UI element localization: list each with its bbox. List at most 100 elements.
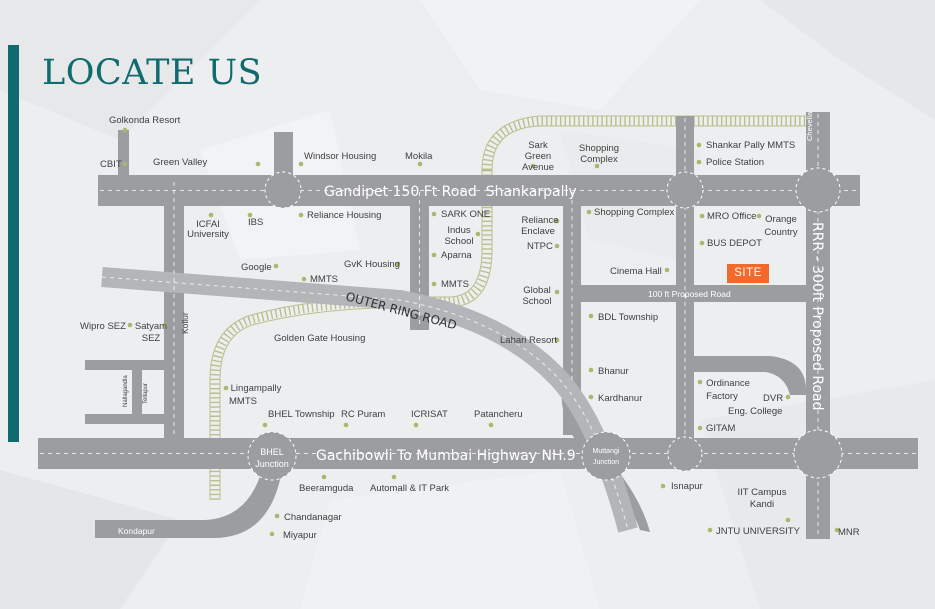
road-ordinance — [694, 356, 806, 395]
place-windsor-housing: Windsor Housing — [304, 151, 376, 162]
roundabout-isnapur — [667, 436, 703, 472]
place-mokila: Mokila — [405, 151, 433, 162]
place-lahari-resort: Lahari Resort — [500, 335, 557, 346]
place-mmts-2: MMTS — [441, 279, 469, 290]
junction-muttangi-line2: Junction — [593, 459, 619, 466]
place-global-school-l2: School — [522, 296, 551, 307]
site-marker: SITE — [727, 264, 769, 283]
landmark-markers — [122, 127, 840, 537]
place-iit-campus-kandi: IIT Campus — [738, 487, 787, 498]
label-kondapur: Kondapur — [118, 526, 155, 536]
label-tellapur: Tellapur — [143, 383, 149, 404]
place-orange-country: Orange — [765, 214, 797, 225]
place-jntu-university: JNTU UNIVERSITY — [716, 526, 801, 537]
place-shopping-complex-mid: Shopping Complex — [594, 207, 675, 218]
place-lingampally-mmts-l2: MMTS — [229, 396, 257, 407]
place-labels: Golkonda Resort CBIT Green Valley Windso… — [80, 115, 860, 541]
place-satyam-sez: Satyam — [135, 321, 167, 332]
place-gitam: GITAM — [706, 423, 735, 434]
place-icfai-university: ICFAI — [196, 219, 220, 230]
place-google: Google — [241, 262, 272, 273]
roundabout-rrr-south — [793, 429, 843, 479]
junction-bhel-line1: BHEL — [260, 447, 284, 457]
place-beeramguda: Beeramguda — [299, 483, 354, 494]
place-ntpc: NTPC — [527, 241, 553, 252]
place-lingampally-mmts: Lingampally — [231, 383, 282, 394]
place-satyam-sez-l2: SEZ — [142, 333, 161, 344]
road-satyam-lane-2 — [85, 414, 175, 424]
road-satyam-lane-1 — [85, 360, 175, 370]
place-rc-puram: RC Puram — [341, 409, 385, 420]
place-aparna: Aparna — [441, 250, 472, 261]
place-automall: Automall & IT Park — [370, 483, 449, 494]
place-cinema-hall: Cinema Hall — [610, 266, 662, 277]
place-isnapur: Isnapur — [671, 481, 703, 492]
label-gandipet-road: Gandipet 150 Ft Road Shankarpally — [324, 184, 577, 200]
road-bus-depot — [676, 116, 694, 438]
place-cbit: CBIT — [100, 159, 122, 170]
roundabouts — [247, 167, 843, 481]
road-ibs — [274, 132, 293, 180]
label-nallagandla: Nallagandla — [123, 375, 129, 407]
place-bdl-township: BDL Township — [598, 312, 658, 323]
place-indus-school-l2: School — [444, 236, 473, 247]
road-kondapur — [95, 470, 282, 539]
place-wipro-sez: Wipro SEZ — [80, 321, 126, 332]
page-title: LOCATE US — [42, 53, 263, 93]
place-dvr-college: DVR — [763, 393, 783, 404]
place-dvr-college-l2: Eng. College — [728, 406, 782, 417]
road-cbit — [118, 130, 129, 175]
junction-muttangi-line1: Muttangi — [593, 448, 620, 455]
place-icfai-university-l2: University — [187, 229, 229, 240]
label-100ft-road: 100 ft Proposed Road — [648, 289, 731, 299]
label-kollur: Kollur — [180, 312, 190, 334]
place-ordinance-factory: Ordinance — [706, 378, 750, 389]
place-green-valley: Green Valley — [153, 157, 207, 168]
place-ordinance-factory-l2: Factory — [706, 391, 738, 402]
place-patancheru: Patancheru — [474, 409, 523, 420]
place-mro-office: MRO Office — [707, 211, 756, 222]
place-bhel-township: BHEL Township — [268, 409, 335, 420]
roundabout-bhel — [247, 431, 297, 481]
roundabout-muttangi — [581, 431, 631, 481]
place-shopping-complex-top-l2: Complex — [580, 154, 618, 165]
road-nallagandla — [132, 370, 142, 414]
label-chevella: Chevella — [805, 111, 814, 141]
place-shankar-pally-mmts: Shankar Pally MMTS — [706, 140, 795, 151]
place-reliance-enclave: Reliance — [522, 215, 559, 226]
place-sark-green-avenue-l3: Avenue — [522, 162, 554, 173]
place-bus-depot: BUS DEPOT — [707, 238, 762, 249]
place-global-school: Global — [523, 285, 550, 296]
place-bhanur: Bhanur — [598, 366, 629, 377]
label-nh9: Gachibowli To Mumbai Highway NH.9 — [316, 448, 576, 464]
place-mnr: MNR — [838, 527, 860, 538]
accent-bar — [8, 45, 19, 442]
place-golden-gate-housing: Golden Gate Housing — [274, 333, 365, 344]
place-orange-country-l2: Country — [764, 227, 798, 238]
place-chandanagar: Chandanagar — [284, 512, 342, 523]
roundabout-rrr-north — [795, 167, 841, 213]
road-kollur — [164, 180, 184, 438]
place-sark-green-avenue-l2: Green — [525, 151, 551, 162]
place-sark-green-avenue: Sark — [528, 140, 548, 151]
roundabout-shankarpally — [666, 171, 704, 209]
place-police-station: Police Station — [706, 157, 764, 168]
place-golkonda-resort: Golkonda Resort — [109, 115, 181, 126]
place-miyapur: Miyapur — [283, 530, 317, 541]
place-reliance-enclave-l2: Enclave — [521, 226, 555, 237]
place-ibs: IBS — [248, 217, 263, 228]
place-sark-one: SARK ONE — [441, 209, 490, 220]
road-100ft-proposed — [580, 285, 806, 302]
place-mmts-1: MMTS — [310, 274, 338, 285]
roundabout-gandipet-west — [264, 171, 302, 209]
place-kardhanur: Kardhanur — [598, 393, 642, 404]
place-icrisat: ICRISAT — [411, 409, 448, 420]
label-rrr-road: RRR - 300ft Proposed Road — [809, 222, 825, 411]
place-gvk-housing: GvK Housing — [344, 259, 400, 270]
place-shopping-complex-top: Shopping — [579, 143, 619, 154]
junction-bhel-line2: Junction — [255, 459, 289, 469]
place-reliance-housing: Reliance Housing — [307, 210, 381, 221]
place-indus-school: Indus — [447, 225, 470, 236]
place-iit-campus-kandi-l2: Kandi — [750, 499, 774, 510]
